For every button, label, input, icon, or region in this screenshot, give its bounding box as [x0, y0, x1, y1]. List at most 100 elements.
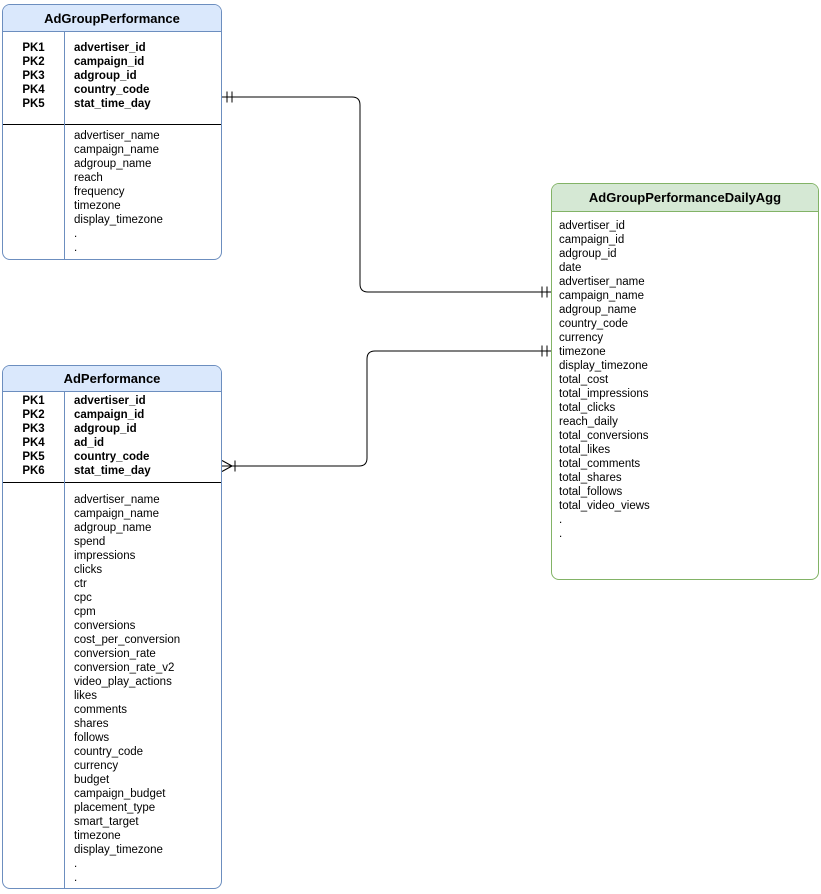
- field-name: spend: [74, 536, 106, 548]
- field-name: total_follows: [559, 486, 623, 498]
- pk-key-label: PK6: [22, 465, 45, 477]
- cardinality-one-and-only-one-icon: [541, 286, 548, 298]
- field-name: advertiser_id: [559, 220, 625, 232]
- field-name: ctr: [74, 578, 87, 590]
- field-name: currency: [559, 332, 604, 344]
- pk-field-name: country_code: [74, 451, 150, 463]
- field-name: video_play_actions: [74, 676, 172, 688]
- entity-adgroupperformance[interactable]: AdGroupPerformance PK1 advertiser_id PK2…: [2, 4, 222, 260]
- field-name: total_comments: [559, 458, 641, 470]
- pk-field-name: advertiser_id: [74, 42, 146, 54]
- pk-field-name: campaign_id: [74, 56, 145, 68]
- cardinality-one-and-only-one-icon: [541, 345, 548, 357]
- field-name: display_timezone: [74, 844, 163, 856]
- pk-field-name: advertiser_id: [74, 395, 146, 407]
- field-name: conversions: [74, 620, 136, 632]
- pk-row: PK6 stat_time_day: [3, 464, 221, 478]
- field-name: advertiser_name: [559, 276, 645, 288]
- field-name: total_likes: [559, 444, 611, 456]
- connector-adgroupperformance-to-dailyagg[interactable]: [222, 91, 551, 298]
- field-name: date: [559, 262, 582, 274]
- field-name: total_shares: [559, 472, 622, 484]
- cardinality-one-and-only-one-icon: [226, 91, 233, 103]
- field-name: currency: [74, 760, 119, 772]
- fields-section: advertiser_name campaign_name adgroup_na…: [3, 125, 221, 255]
- field-name: .: [74, 872, 78, 884]
- field-name: campaign_name: [74, 508, 160, 520]
- field-name: .: [74, 228, 78, 240]
- pk-field-name: adgroup_id: [74, 70, 137, 82]
- pk-key-label: PK3: [22, 70, 45, 82]
- field-name: conversion_rate: [74, 648, 156, 660]
- field-name: adgroup_name: [74, 522, 152, 534]
- pk-field-name: stat_time_day: [74, 465, 151, 477]
- field-name: .: [559, 528, 563, 540]
- entity-adperformance[interactable]: AdPerformance PK1 advertiser_id PK2 camp…: [2, 365, 222, 889]
- entity-adgroupperformancedailyagg[interactable]: AdGroupPerformanceDailyAgg advertiser_id…: [551, 183, 819, 580]
- field-name: impressions: [74, 550, 136, 562]
- field-name: frequency: [74, 186, 125, 198]
- field-name: total_video_views: [559, 500, 650, 512]
- pk-key-label: PK1: [22, 395, 45, 407]
- field-name: budget: [74, 774, 110, 786]
- pk-row: PK5 stat_time_day: [3, 97, 221, 111]
- field-name: campaign_id: [559, 234, 625, 246]
- field-name: total_impressions: [559, 388, 649, 400]
- fields-section: advertiser_name campaign_name adgroup_na…: [3, 483, 221, 885]
- field-name: total_cost: [559, 374, 609, 386]
- entity-title: AdGroupPerformance: [3, 5, 221, 32]
- field-name: reach_daily: [559, 416, 618, 428]
- primary-key-section: PK1 advertiser_id PK2 campaign_id PK3 ad…: [3, 392, 221, 483]
- field-name: display_timezone: [559, 360, 648, 372]
- pk-row: PK1 advertiser_id: [3, 41, 221, 55]
- pk-field-name: adgroup_id: [74, 423, 137, 435]
- pk-row: PK3 adgroup_id: [3, 422, 221, 436]
- pk-field-name: stat_time_day: [74, 98, 151, 110]
- field-name: cpc: [74, 592, 92, 604]
- pk-key-label: PK5: [22, 451, 45, 463]
- field-name: clicks: [74, 564, 103, 576]
- field-name: campaign_name: [74, 144, 160, 156]
- field-name: follows: [74, 732, 110, 744]
- cardinality-one-or-many-icon: [221, 460, 236, 472]
- pk-row: PK2 campaign_id: [3, 408, 221, 422]
- column-divider: [64, 392, 65, 888]
- connector-adperformance-to-dailyagg[interactable]: [221, 345, 551, 472]
- field-name: smart_target: [74, 816, 139, 828]
- pk-row: PK3 adgroup_id: [3, 69, 221, 83]
- pk-row: PK2 campaign_id: [3, 55, 221, 69]
- field-name: conversion_rate_v2: [74, 662, 175, 674]
- field-name: reach: [74, 172, 103, 184]
- pk-key-label: PK2: [22, 56, 45, 68]
- pk-field-name: ad_id: [74, 437, 105, 449]
- field-name: adgroup_name: [559, 304, 637, 316]
- field-name: .: [74, 858, 78, 870]
- relationship-line[interactable]: [222, 96, 551, 293]
- pk-row: PK4 ad_id: [3, 436, 221, 450]
- entity-title: AdGroupPerformanceDailyAgg: [552, 184, 818, 212]
- field-name: country_code: [74, 746, 144, 758]
- pk-field-name: campaign_id: [74, 409, 145, 421]
- field-name: comments: [74, 704, 128, 716]
- fields-section: advertiser_id campaign_id adgroup_id dat…: [552, 212, 818, 541]
- pk-key-label: PK2: [22, 409, 45, 421]
- field-name: campaign_budget: [74, 788, 166, 800]
- pk-key-label: PK4: [22, 437, 45, 449]
- field-name: total_conversions: [559, 430, 649, 442]
- pk-row: PK4 country_code: [3, 83, 221, 97]
- relationship-line[interactable]: [222, 350, 551, 467]
- pk-key-label: PK3: [22, 423, 45, 435]
- pk-row: PK5 country_code: [3, 450, 221, 464]
- pk-key-label: PK5: [22, 98, 45, 110]
- field-name: placement_type: [74, 802, 156, 814]
- field-name: advertiser_name: [74, 494, 160, 506]
- field-name: country_code: [559, 318, 629, 330]
- field-name: cost_per_conversion: [74, 634, 181, 646]
- field-name: adgroup_id: [559, 248, 617, 260]
- field-name: adgroup_name: [74, 158, 152, 170]
- pk-key-label: PK4: [22, 84, 45, 96]
- field-name: cpm: [74, 606, 96, 618]
- field-name: total_clicks: [559, 402, 616, 414]
